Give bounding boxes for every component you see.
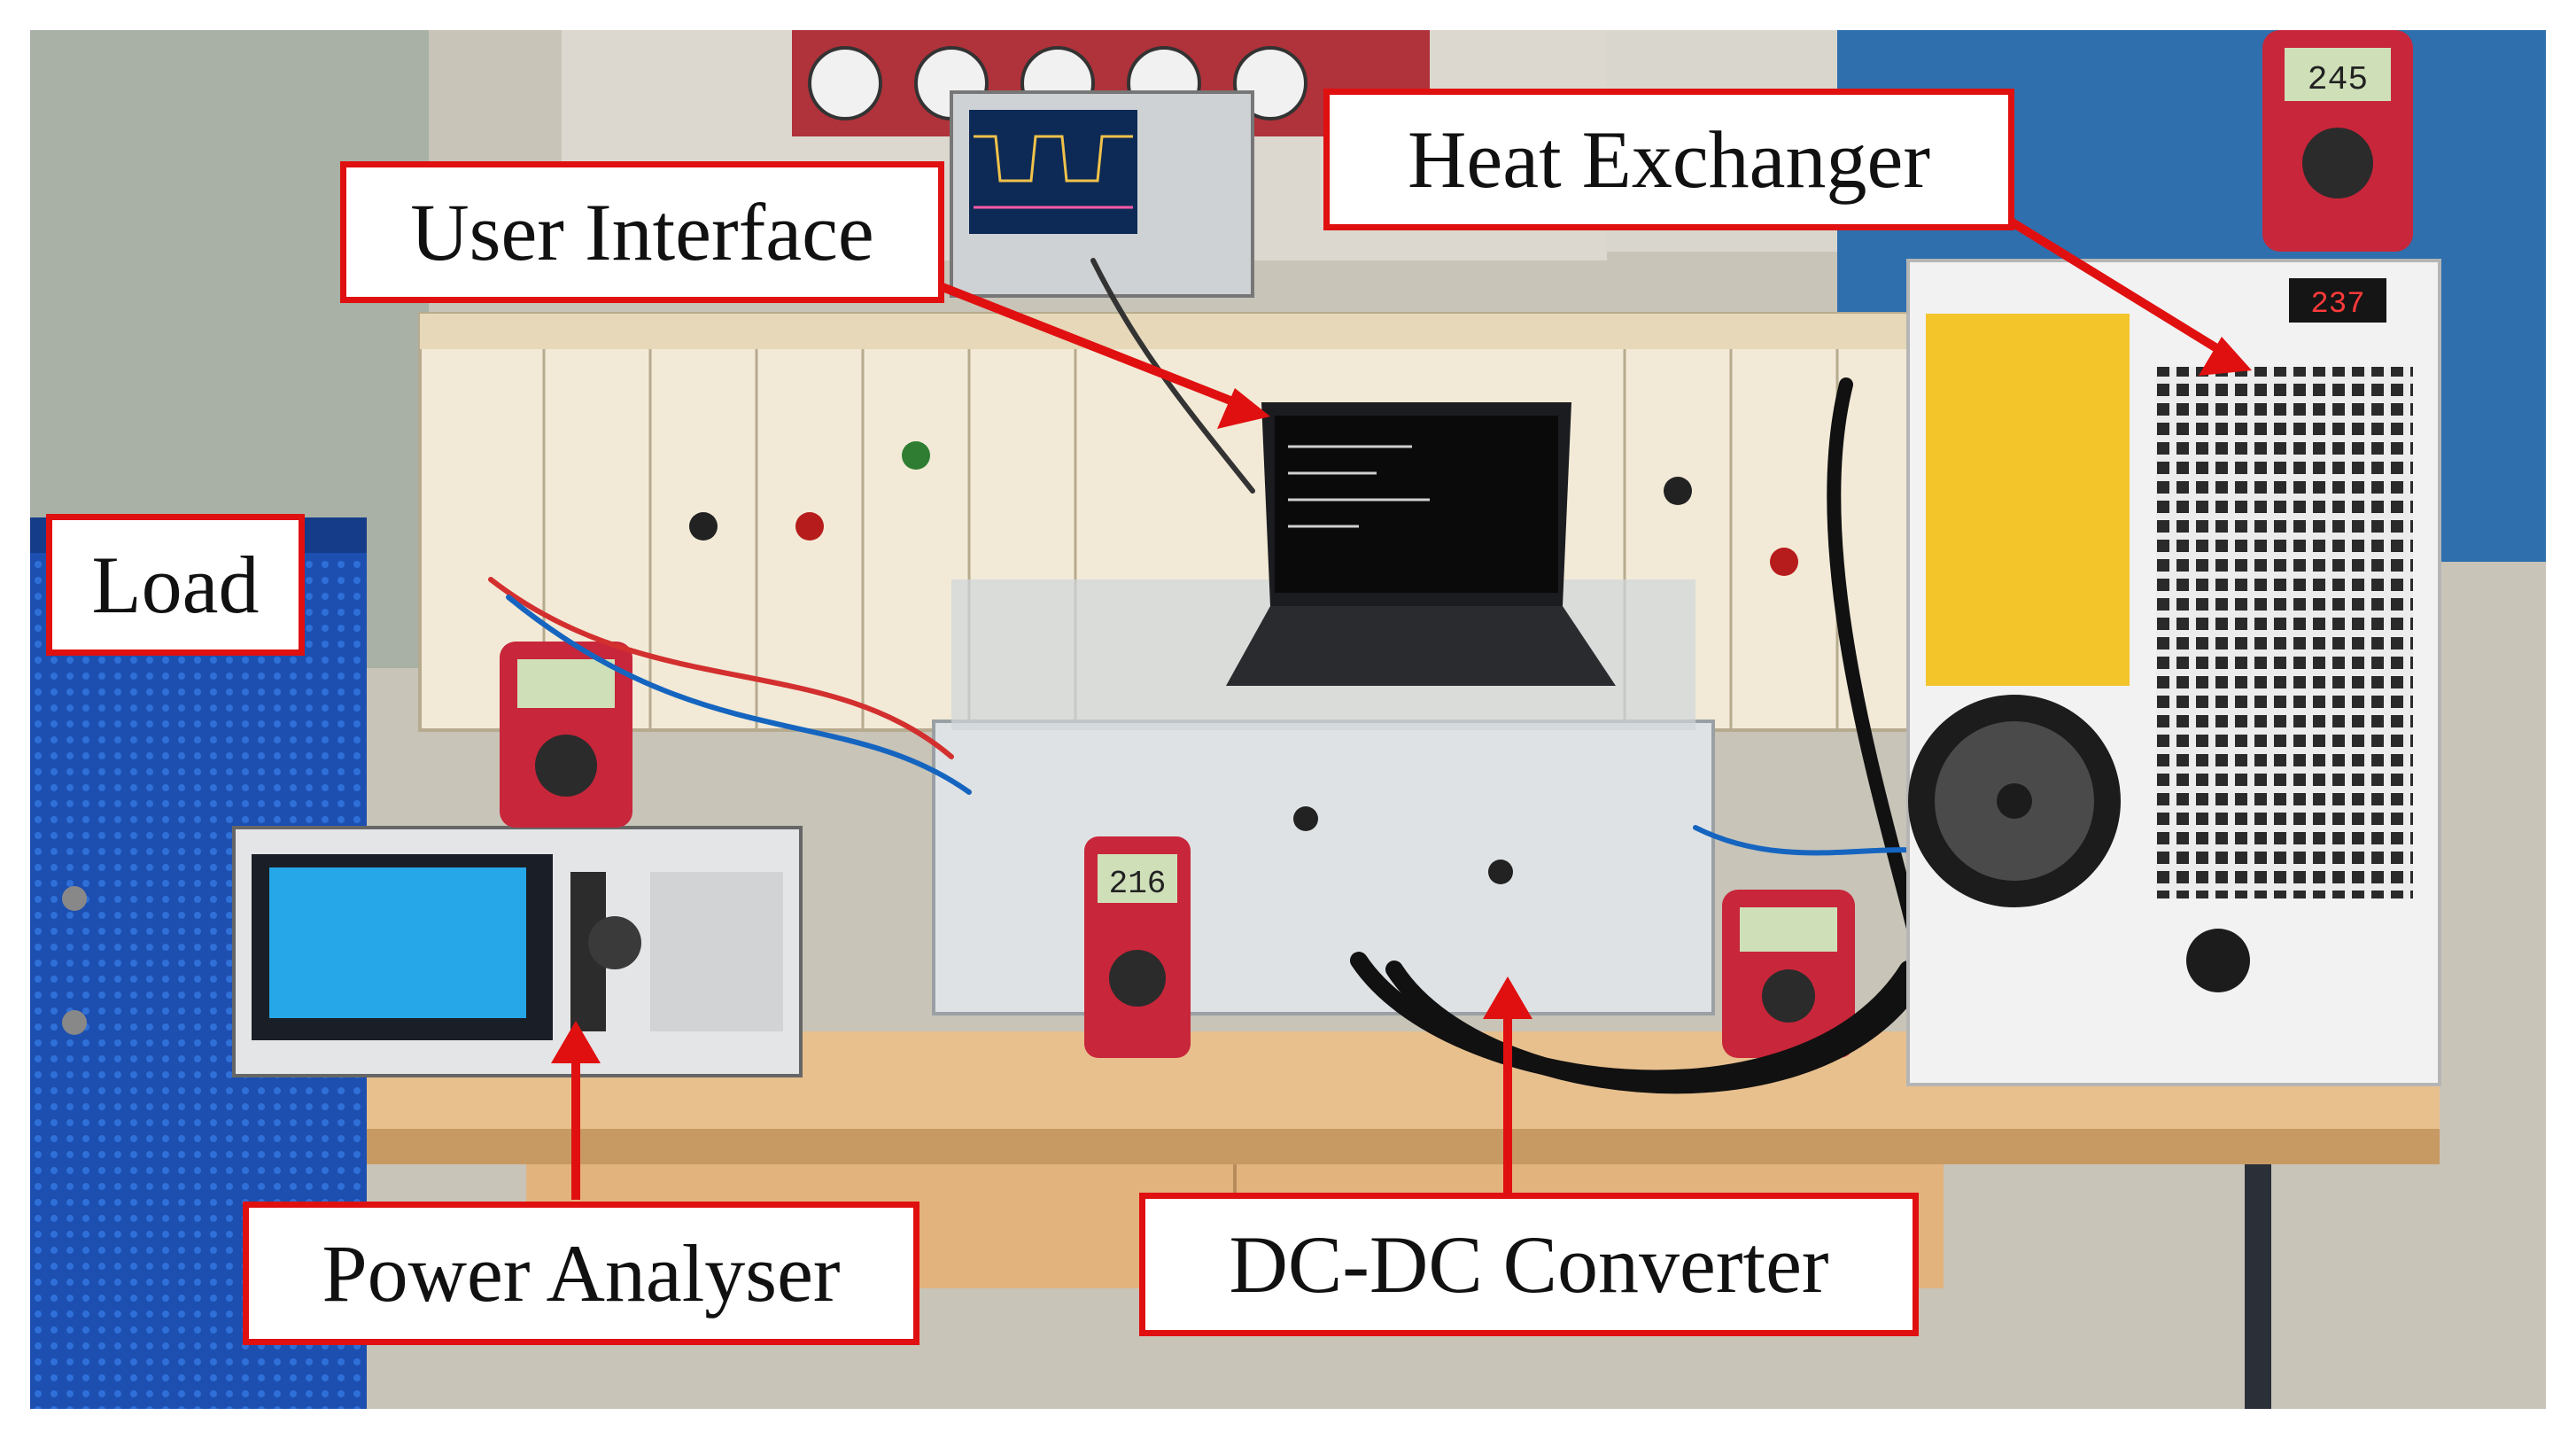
heat-exchanger: 237 [1906,259,2441,1086]
cables [488,258,1964,1094]
multimeter-top-right-readout: 245 [2308,61,2368,99]
multimeter-top-right: 245 [2262,30,2413,252]
multimeter-left [500,642,632,828]
label-dcdc-converter: DC-DC Converter [1139,1193,1919,1336]
heat-exchanger-display: 237 [2310,288,2364,322]
label-heat-exchanger-text: Heat Exchanger [1407,114,1930,205]
multimeter-right [1722,890,1855,1058]
label-dcdc-converter-text: DC-DC Converter [1229,1219,1829,1310]
label-power-analyser: Power Analyser [243,1202,919,1345]
multimeter-center-readout: 216 [1109,866,1167,902]
label-user-interface-text: User Interface [410,187,874,277]
label-load-text: Load [91,540,260,630]
lab-photo: 216 237 [30,30,2546,1409]
label-load: Load [46,514,305,656]
label-user-interface: User Interface [340,161,944,303]
analog-meters-shelf [792,30,1430,136]
laptop [1226,402,1616,686]
multimeter-center: 216 [1084,836,1191,1058]
label-heat-exchanger: Heat Exchanger [1323,89,2014,230]
label-power-analyser-text: Power Analyser [322,1228,841,1318]
oscilloscope [950,90,1254,298]
annotation-arrows [551,203,2252,1200]
power-analyser [232,826,803,1077]
